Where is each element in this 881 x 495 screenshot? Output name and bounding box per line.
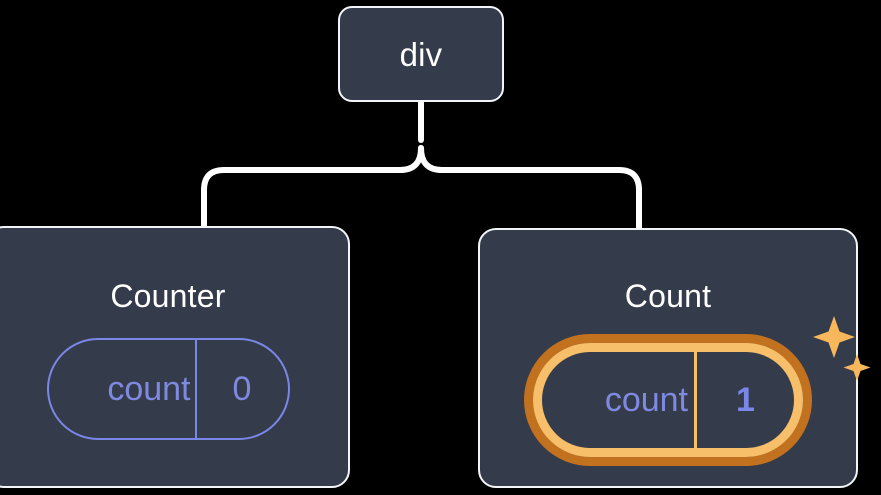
- signal-chip-wrap-count: count 1: [524, 316, 871, 466]
- signal-chip-count-highlighted[interactable]: count 1: [524, 334, 812, 466]
- node-counter-title: Counter: [110, 278, 226, 314]
- node-count-title: Count: [624, 278, 712, 314]
- sparkle-group: [813, 316, 871, 381]
- signal-chip-key: count: [604, 381, 688, 419]
- node-div[interactable]: div: [338, 6, 504, 102]
- signal-chip-inner: count 1: [533, 343, 803, 457]
- signal-chip-value: 1: [694, 352, 794, 448]
- node-count[interactable]: Count count 1: [478, 228, 871, 488]
- connector-to-count: [418, 145, 642, 231]
- sparkle-large-icon: [813, 316, 855, 358]
- signal-chip-wrap-counter: count 0: [46, 338, 290, 440]
- node-div-label: div: [399, 35, 443, 73]
- signal-chip-value: 0: [194, 340, 288, 438]
- node-counter[interactable]: Counter count 0: [0, 226, 350, 488]
- signal-chip-key: count: [107, 370, 191, 408]
- signal-chip-count[interactable]: count 0: [46, 338, 290, 440]
- sparkle-small-icon: [843, 354, 871, 381]
- connector-to-counter: [201, 145, 424, 231]
